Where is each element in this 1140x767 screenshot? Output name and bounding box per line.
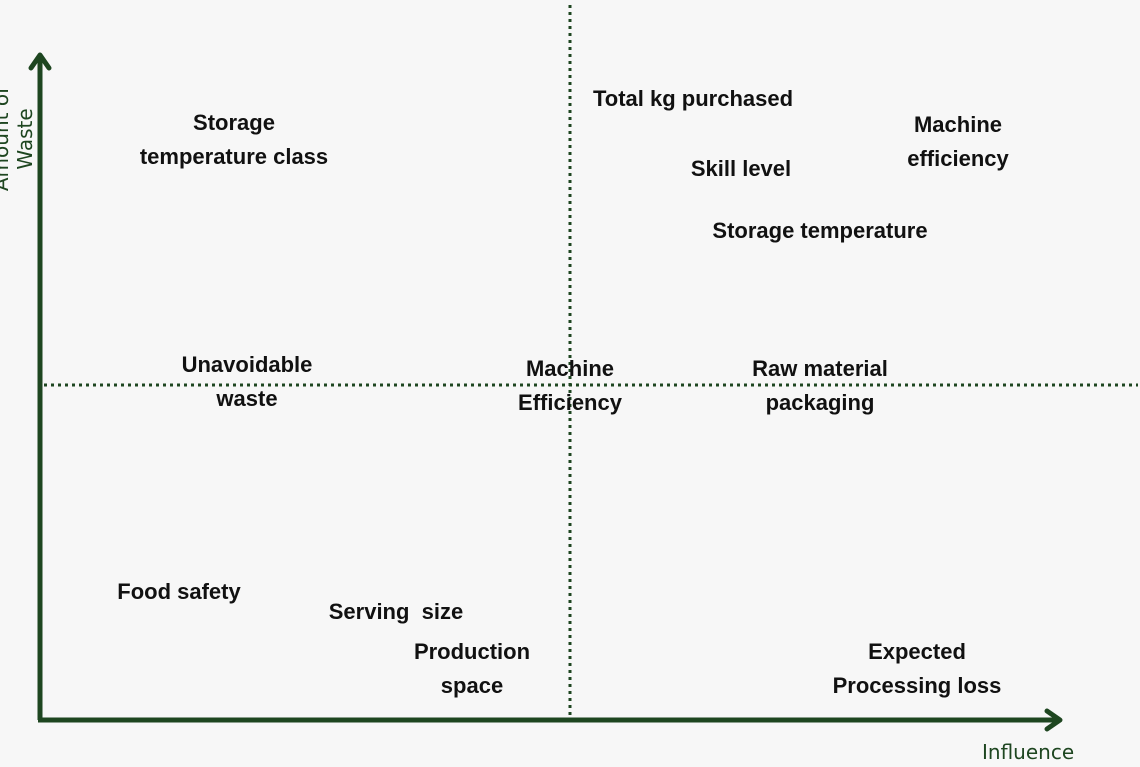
label-line: Processing loss — [832, 673, 1002, 698]
label-line: Skill level — [690, 156, 792, 181]
label-line: Storage — [193, 110, 275, 135]
x-axis-title: Influence — [982, 740, 1075, 764]
label-line: Storage temperature — [712, 218, 928, 243]
label-line: space — [440, 673, 504, 698]
label-line: Machine — [913, 112, 1003, 137]
label-food-safety: Food safety — [117, 575, 240, 609]
label-line: Raw material — [752, 356, 888, 381]
label-storage-temperature-class: Storage temperature class — [140, 106, 328, 174]
label-production-space: Production space — [414, 635, 530, 703]
label-line: Unavoidable — [181, 352, 313, 377]
label-line: waste — [216, 386, 278, 411]
label-raw-material-packaging: Raw material packaging — [752, 352, 888, 420]
label-line: packaging — [765, 390, 875, 415]
label-storage-temperature: Storage temperature — [712, 214, 927, 248]
label-line: Efficiency — [518, 390, 622, 415]
x-axis-arrow-icon — [1044, 708, 1063, 732]
label-expected-processing-loss: Expected Processing loss — [833, 635, 1002, 703]
label-line: Serving size — [328, 599, 464, 624]
label-line: Food safety — [117, 579, 241, 604]
label-machine-efficiency-top: Machine efficiency — [907, 108, 1009, 176]
label-unavoidable-waste: Unavoidable waste — [182, 348, 313, 416]
y-axis-title: Amount of Waste — [0, 86, 37, 192]
label-line: Machine — [525, 356, 615, 381]
label-line: temperature class — [139, 144, 329, 169]
label-machine-efficiency-center: Machine Efficiency — [518, 352, 622, 420]
label-skill-level: Skill level — [691, 152, 791, 186]
y-axis-arrow-icon — [28, 52, 52, 71]
label-serving-size: Serving size — [329, 527, 464, 663]
label-line: Production — [413, 639, 531, 664]
label-line: Expected — [868, 639, 966, 664]
label-total-kg-purchased: Total kg purchased — [593, 82, 793, 116]
label-line: Total kg purchased — [592, 86, 794, 111]
label-line: efficiency — [907, 146, 1009, 171]
